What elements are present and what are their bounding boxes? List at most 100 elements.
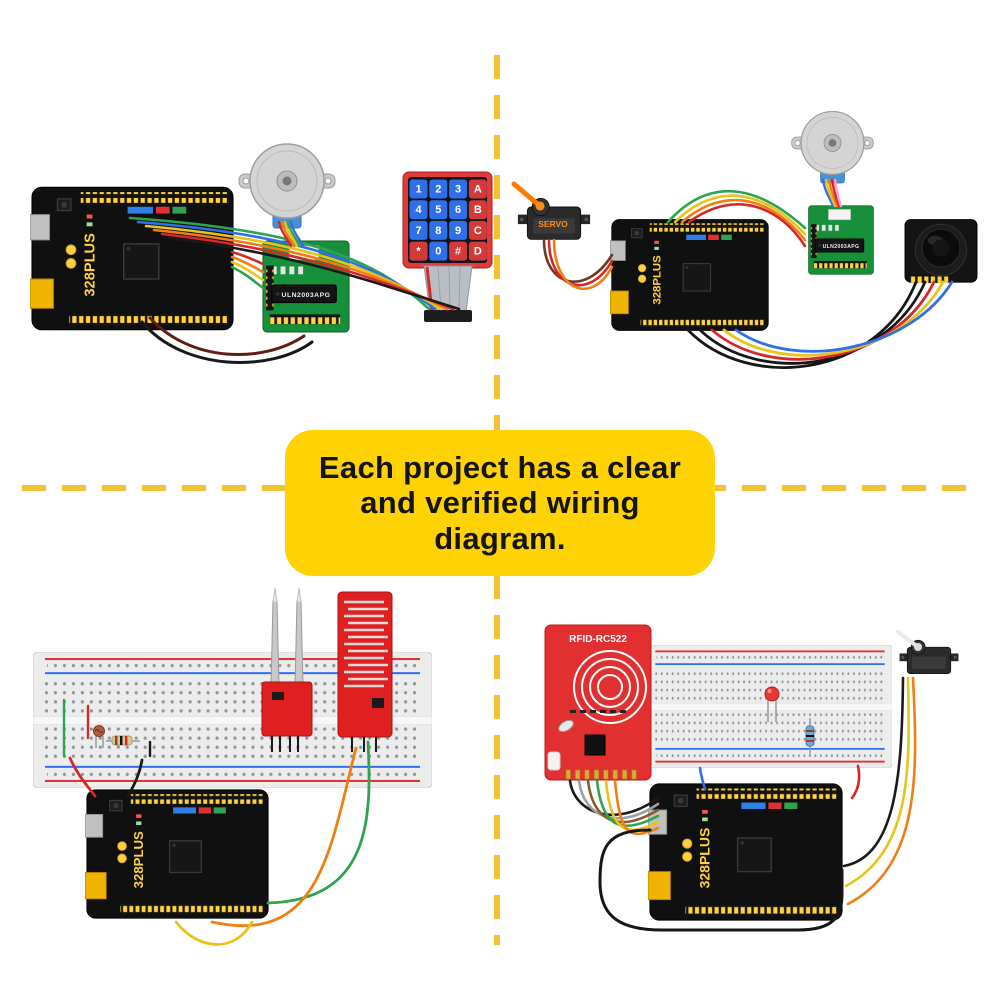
- key-label: 1: [415, 184, 421, 196]
- key-label: #: [455, 246, 461, 258]
- key-label: 9: [455, 225, 461, 237]
- wire: [230, 265, 265, 290]
- rfid-label: RFID-RC522: [569, 634, 627, 645]
- key-label: 5: [435, 204, 441, 216]
- quadrant-rfid-breadboard: RFID-RC522: [544, 624, 959, 932]
- rfid-pin-header: [565, 769, 637, 780]
- key-label: 0: [435, 246, 441, 258]
- resistor: [106, 735, 140, 746]
- keypad-key: *: [409, 241, 428, 261]
- wire: [842, 676, 905, 868]
- key-label: C: [474, 225, 482, 237]
- key-label: 7: [415, 225, 421, 237]
- servo-horn: [896, 630, 920, 649]
- wire: [595, 779, 660, 827]
- wire: [140, 320, 314, 364]
- wire: [613, 779, 660, 836]
- keypad-key: 6: [449, 200, 468, 220]
- resistor: [805, 718, 815, 756]
- wire: [686, 280, 918, 369]
- wires-board-to-driver: [230, 250, 265, 290]
- wire: [230, 255, 265, 274]
- keypad-key: #: [449, 241, 468, 261]
- arduino-board: [648, 783, 843, 921]
- crystal-oscillator: [558, 719, 574, 733]
- antenna-coil: [573, 650, 647, 724]
- wire: [698, 766, 707, 791]
- wire: [833, 178, 843, 208]
- keypad-key: 7: [409, 220, 428, 240]
- arduino-board: [610, 218, 769, 332]
- keypad-key: 0: [429, 241, 448, 261]
- wire: [666, 189, 807, 230]
- rfid-chip: [584, 734, 606, 756]
- message-line: Each project has a clear: [318, 450, 682, 486]
- joystick-module: [904, 219, 978, 284]
- message-line: diagram.: [434, 520, 566, 556]
- wires-board-to-driver: [666, 189, 807, 248]
- wire: [698, 280, 927, 365]
- key-label: 3: [455, 184, 461, 196]
- wire: [722, 280, 945, 357]
- key-label: 2: [435, 184, 441, 196]
- wire: [710, 280, 936, 361]
- wires-stepper: [821, 178, 843, 208]
- wire: [168, 236, 461, 311]
- uln2003-driver-board: [808, 205, 874, 275]
- quadrant-servo-joystick: SERVO: [511, 110, 978, 369]
- ribbon-connector: [424, 310, 472, 322]
- wire: [827, 178, 839, 208]
- wires-board-to-keypad: [128, 216, 461, 311]
- keypad-key: 5: [429, 200, 448, 220]
- key-label: A: [474, 184, 482, 196]
- keypad-key: 1: [409, 179, 428, 199]
- key-label: 8: [435, 225, 441, 237]
- wires-rfid: [568, 779, 660, 836]
- keypad-key: 3: [449, 179, 468, 199]
- red-led: [764, 686, 780, 722]
- wires-power-loop: [140, 316, 314, 364]
- wire: [277, 220, 293, 248]
- key-label: D: [474, 246, 482, 258]
- wires-q4: [598, 676, 917, 932]
- wire: [830, 178, 841, 208]
- quadrant-stepper-keypad: 1 2 3 A 4 5 6 B 7 8 9 C * 0 # D: [30, 143, 493, 364]
- wire: [283, 220, 299, 248]
- photoresistor: [93, 725, 105, 748]
- stepper-motor: [791, 110, 874, 184]
- sensor-prong: [294, 599, 304, 689]
- wires-q3: [68, 740, 371, 946]
- keypad-key: 8: [429, 220, 448, 240]
- keypad-key: 9: [449, 220, 468, 240]
- message-card: Each project has a clear and verified wi…: [284, 430, 716, 576]
- servo-motor: [899, 639, 959, 674]
- wire: [734, 280, 954, 353]
- water-level-sensor: [337, 591, 393, 752]
- key-label: 4: [415, 204, 422, 216]
- wires-servo: [542, 238, 614, 290]
- keypad-key: C: [468, 220, 487, 240]
- sensor-pcb: [261, 681, 313, 737]
- wire: [604, 779, 660, 832]
- rfid-rc522-module: RFID-RC522: [544, 624, 652, 781]
- wire: [174, 920, 254, 946]
- wire: [846, 676, 917, 906]
- arduino-board: [30, 186, 234, 331]
- wires-joystick: [686, 280, 954, 369]
- stepper-motor: [238, 143, 336, 229]
- wires-stepper: [277, 220, 305, 248]
- wire: [821, 178, 835, 208]
- key-label: B: [474, 204, 482, 216]
- keypad-panel: [408, 177, 487, 263]
- keypad-key: A: [468, 179, 487, 199]
- keypad-key: 4: [409, 200, 428, 220]
- key-label: *: [416, 246, 421, 258]
- wire: [286, 220, 302, 248]
- keypad-key: 2: [429, 179, 448, 199]
- wire: [673, 194, 807, 236]
- wire: [68, 756, 97, 798]
- wire: [552, 238, 614, 290]
- quadrant-sensors-breadboard: [33, 587, 432, 946]
